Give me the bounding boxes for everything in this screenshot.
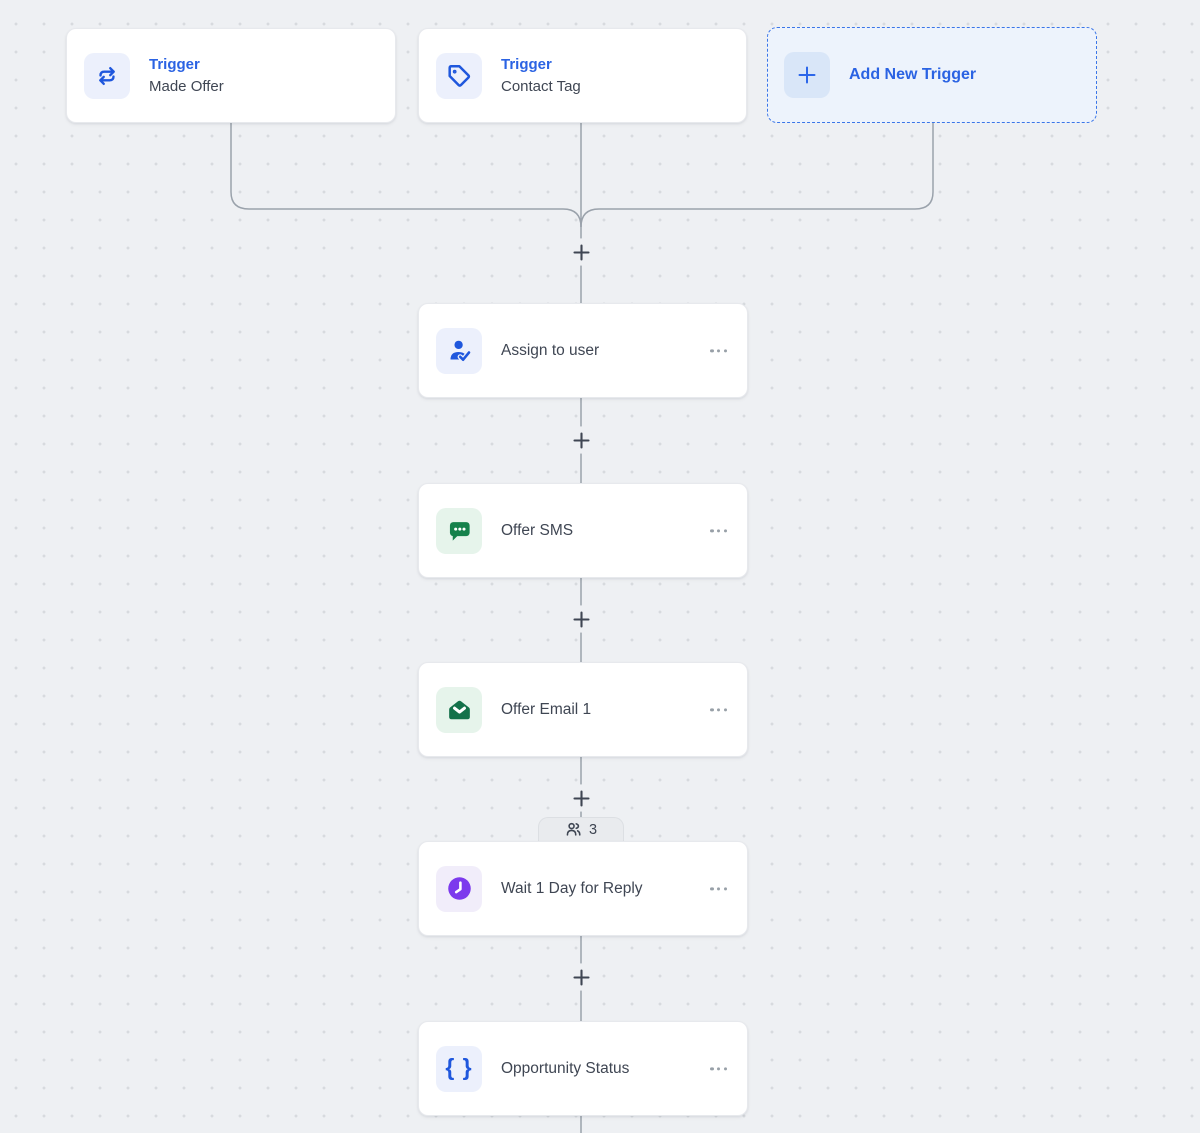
action-node-wait-1-day[interactable]: Wait 1 Day for Reply [418, 841, 748, 936]
plus-icon [572, 243, 590, 261]
action-label: Opportunity Status [501, 1059, 630, 1077]
add-step-button-3[interactable] [565, 603, 597, 635]
trigger-subtitle: Contact Tag [501, 77, 581, 95]
swap-arrows-icon [84, 52, 130, 99]
action-node-offer-email-1[interactable]: Offer Email 1 [418, 662, 748, 757]
add-step-button-1[interactable] [565, 236, 597, 268]
node-menu-button[interactable] [708, 881, 729, 896]
plus-icon [572, 789, 590, 807]
node-menu-button[interactable] [708, 702, 729, 717]
assign-user-icon [436, 327, 482, 374]
trigger-node-text: Trigger Made Offer [149, 54, 224, 98]
plus-icon [784, 52, 830, 98]
trigger-node-text: Trigger Contact Tag [501, 54, 581, 98]
sms-bubble-icon [436, 507, 482, 554]
plus-icon [572, 610, 590, 628]
add-new-trigger-label: Add New Trigger [849, 66, 977, 83]
action-label: Offer SMS [501, 521, 574, 539]
trigger-node-made-offer[interactable]: Trigger Made Offer [66, 28, 396, 123]
connector-left-branch [230, 123, 582, 228]
curly-braces-icon: { } [436, 1045, 482, 1092]
contacts-count: 3 [588, 822, 598, 838]
plus-icon [572, 968, 590, 986]
email-icon [436, 686, 482, 733]
action-label: Offer Email 1 [501, 700, 592, 718]
trigger-title: Trigger [149, 55, 200, 73]
add-new-trigger-button[interactable]: Add New Trigger [767, 27, 1097, 123]
plus-icon [572, 431, 590, 449]
connector-right-branch [580, 123, 934, 228]
action-node-opportunity-status[interactable]: { } Opportunity Status [418, 1021, 748, 1116]
add-step-button-5[interactable] [565, 961, 597, 993]
trigger-title: Trigger [501, 55, 552, 73]
node-menu-button[interactable] [708, 523, 729, 538]
action-label: Assign to user [501, 341, 600, 359]
node-menu-button[interactable] [708, 1061, 729, 1076]
action-node-assign-to-user[interactable]: Assign to user [418, 303, 748, 398]
tag-icon [436, 52, 482, 99]
node-menu-button[interactable] [708, 343, 729, 358]
clock-icon [436, 865, 482, 912]
trigger-node-contact-tag[interactable]: Trigger Contact Tag [418, 28, 747, 123]
action-label: Wait 1 Day for Reply [501, 879, 643, 897]
action-node-offer-sms[interactable]: Offer SMS [418, 483, 748, 578]
add-step-button-2[interactable] [565, 424, 597, 456]
add-step-button-4[interactable] [565, 782, 597, 814]
contacts-icon [566, 822, 581, 836]
trigger-subtitle: Made Offer [149, 77, 224, 95]
